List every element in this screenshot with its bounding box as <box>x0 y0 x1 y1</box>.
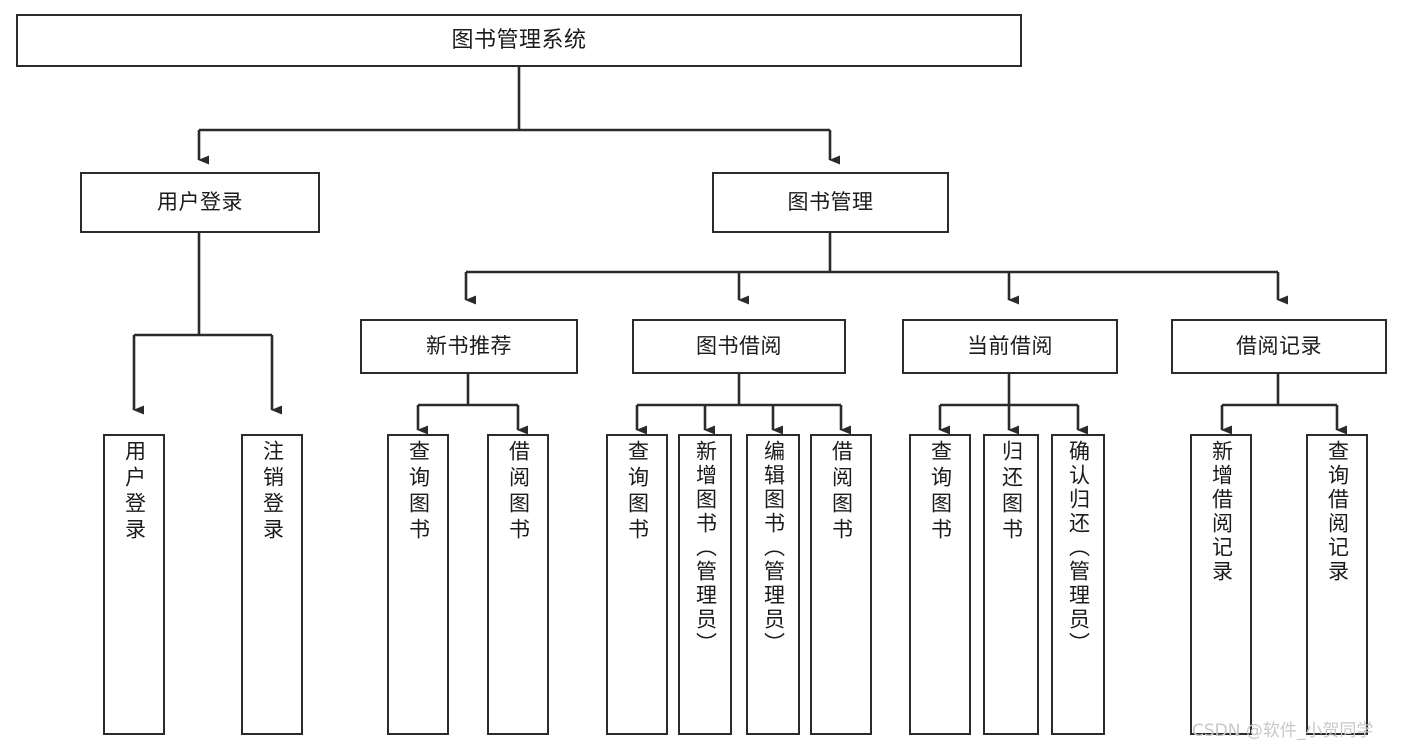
node-borrow-record-label: 借阅记录 <box>1236 334 1322 359</box>
leaf-query-book-current[interactable]: 查询图书 <box>909 434 971 735</box>
leaf-query-book-recommend[interactable]: 查询图书 <box>387 434 449 735</box>
node-root[interactable]: 图书管理系统 <box>16 14 1022 67</box>
leaf-edit-book-admin[interactable]: 编辑图书（管理员） <box>746 434 800 735</box>
node-new-book-recommend[interactable]: 新书推荐 <box>360 319 578 374</box>
node-borrow-record[interactable]: 借阅记录 <box>1171 319 1387 374</box>
watermark-text: CSDN @软件_小贺同学 <box>1192 721 1374 741</box>
leaf-query-book-current-label: 查询图书 <box>928 440 953 544</box>
leaf-borrow-book[interactable]: 借阅图书 <box>810 434 872 735</box>
leaf-borrow-book-recommend[interactable]: 借阅图书 <box>487 434 549 735</box>
leaf-user-login-label: 用户登录 <box>122 440 147 544</box>
node-book-borrow[interactable]: 图书借阅 <box>632 319 846 374</box>
node-book-management[interactable]: 图书管理 <box>712 172 949 233</box>
leaf-confirm-return-admin[interactable]: 确认归还（管理员） <box>1051 434 1105 735</box>
leaf-borrow-book-recommend-label: 借阅图书 <box>506 440 531 544</box>
leaf-add-book-admin[interactable]: 新增图书（管理员） <box>678 434 732 735</box>
node-new-book-recommend-label: 新书推荐 <box>426 334 512 359</box>
leaf-logout-label: 注销登录 <box>260 440 285 544</box>
leaf-edit-book-admin-label: 编辑图书（管理员） <box>761 440 786 656</box>
leaf-add-book-admin-label: 新增图书（管理员） <box>693 440 718 656</box>
node-user-login-label: 用户登录 <box>157 190 243 215</box>
leaf-query-book-borrow[interactable]: 查询图书 <box>606 434 668 735</box>
leaf-borrow-book-label: 借阅图书 <box>829 440 854 544</box>
leaf-query-borrow-record-label: 查询借阅记录 <box>1325 440 1350 584</box>
node-current-borrow[interactable]: 当前借阅 <box>902 319 1118 374</box>
leaf-logout[interactable]: 注销登录 <box>241 434 303 735</box>
node-root-label: 图书管理系统 <box>451 27 587 53</box>
node-book-borrow-label: 图书借阅 <box>696 334 782 359</box>
leaf-user-login[interactable]: 用户登录 <box>103 434 165 735</box>
leaf-query-book-borrow-label: 查询图书 <box>625 440 650 544</box>
leaf-add-borrow-record-label: 新增借阅记录 <box>1209 440 1234 584</box>
leaf-confirm-return-admin-label: 确认归还（管理员） <box>1066 440 1091 656</box>
leaf-add-borrow-record[interactable]: 新增借阅记录 <box>1190 434 1252 735</box>
leaf-return-book[interactable]: 归还图书 <box>983 434 1039 735</box>
leaf-query-borrow-record[interactable]: 查询借阅记录 <box>1306 434 1368 735</box>
leaf-query-book-recommend-label: 查询图书 <box>406 440 431 544</box>
node-book-management-label: 图书管理 <box>787 190 874 215</box>
node-current-borrow-label: 当前借阅 <box>967 334 1053 359</box>
node-user-login[interactable]: 用户登录 <box>80 172 320 233</box>
leaf-return-book-label: 归还图书 <box>999 440 1024 544</box>
